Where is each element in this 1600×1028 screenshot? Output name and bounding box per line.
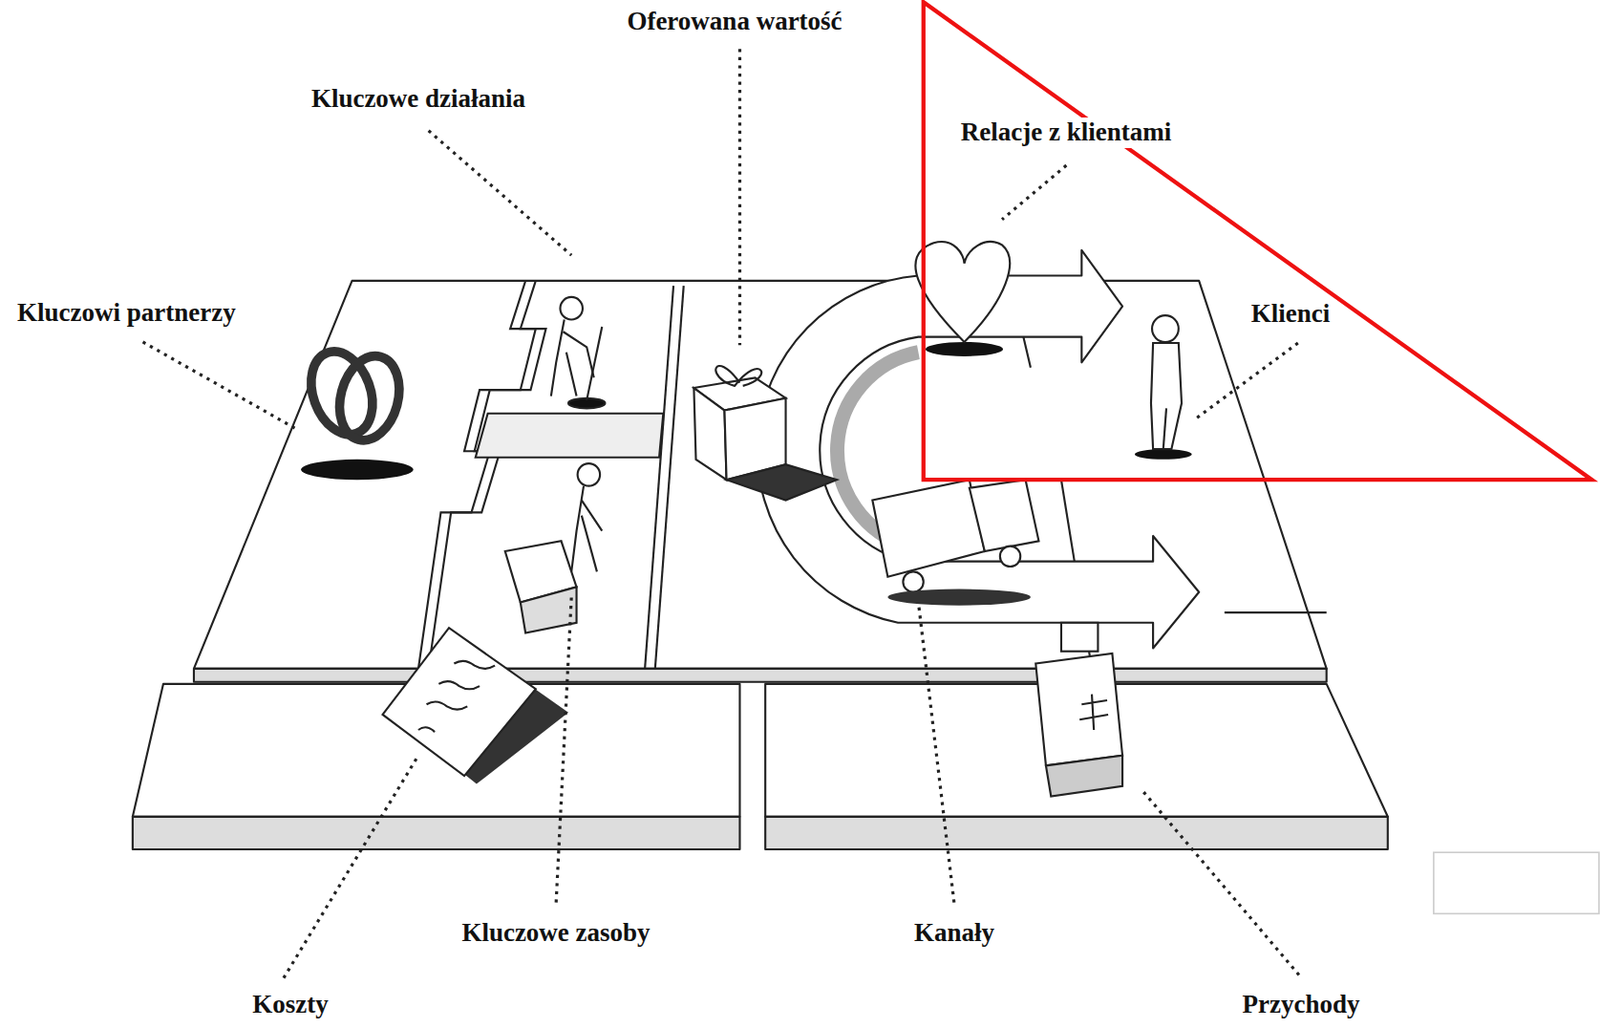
digging-person-icon	[559, 297, 583, 320]
person-box-icon	[577, 463, 601, 487]
heart-icon	[915, 241, 1010, 342]
block-label: Koszty	[249, 989, 331, 1020]
rings-icon	[330, 349, 408, 448]
truck-icon	[902, 571, 923, 592]
leader-lines	[1002, 165, 1067, 220]
block-label: Kanały	[911, 917, 998, 948]
gift-icon	[693, 387, 726, 480]
person-box-icon	[520, 586, 577, 633]
cost-sheet-icon	[418, 661, 495, 732]
rings-icon	[299, 342, 413, 480]
person-box-icon	[505, 463, 602, 633]
blank-box	[1433, 852, 1600, 914]
leader-lines	[1142, 790, 1299, 975]
truck-icon	[872, 479, 1039, 605]
gift-icon	[693, 365, 837, 501]
cash-register-icon	[1045, 755, 1123, 797]
digging-person-icon	[551, 297, 606, 408]
truck-icon	[887, 589, 1031, 606]
person-box-icon	[571, 486, 602, 573]
cost-sheet-icon	[383, 627, 536, 776]
cash-register-icon	[1035, 653, 1123, 767]
canvas-dividers	[655, 285, 684, 669]
customer-icon	[1163, 407, 1167, 449]
gift-icon	[726, 464, 837, 500]
leader-lines	[428, 130, 573, 256]
customer-icon	[1134, 448, 1193, 460]
cash-register-icon	[1079, 694, 1109, 730]
truck-icon	[1000, 546, 1021, 567]
canvas-board	[193, 668, 1327, 683]
canvas-dividers	[1224, 611, 1327, 614]
block-label: Klienci	[1248, 298, 1334, 329]
leader-lines	[143, 48, 1300, 978]
highlight-triangle	[923, 1, 1593, 480]
leader-lines	[738, 48, 742, 345]
heart-icon	[915, 241, 1010, 357]
block-label: Kluczowi partnerzy	[14, 298, 239, 328]
leader-lines	[1195, 342, 1299, 419]
canvas-board	[132, 816, 741, 850]
truck-icon	[872, 479, 985, 577]
cash-register-icon	[1061, 622, 1098, 652]
canvas-board	[132, 280, 1388, 850]
block-label: Kluczowe zasoby	[458, 917, 653, 948]
canvas-dividers	[475, 413, 664, 458]
customer-icon	[1151, 342, 1182, 449]
canvas-board	[765, 816, 1388, 850]
blank-box	[1433, 852, 1600, 914]
cash-register-icon	[1035, 622, 1123, 797]
leader-lines	[283, 755, 419, 979]
block-label: Przychody	[1239, 989, 1364, 1020]
customer-icon	[1134, 315, 1193, 460]
highlight-triangle	[923, 1, 1593, 480]
rings-icon	[300, 459, 414, 480]
leader-lines	[555, 597, 572, 902]
block-label: Relacje z klientami	[958, 117, 1174, 148]
digging-person-icon	[551, 319, 595, 396]
digging-person-icon	[586, 326, 602, 401]
gift-icon	[715, 365, 762, 386]
truck-icon	[969, 479, 1040, 552]
leader-lines	[917, 601, 954, 902]
cost-sheet-icon	[383, 627, 569, 784]
block-label: Oferowana wartość	[623, 6, 845, 37]
heart-icon	[925, 341, 1003, 357]
leader-lines	[143, 341, 297, 429]
customer-icon	[1152, 315, 1179, 342]
block-label: Kluczowe działania	[308, 84, 529, 114]
